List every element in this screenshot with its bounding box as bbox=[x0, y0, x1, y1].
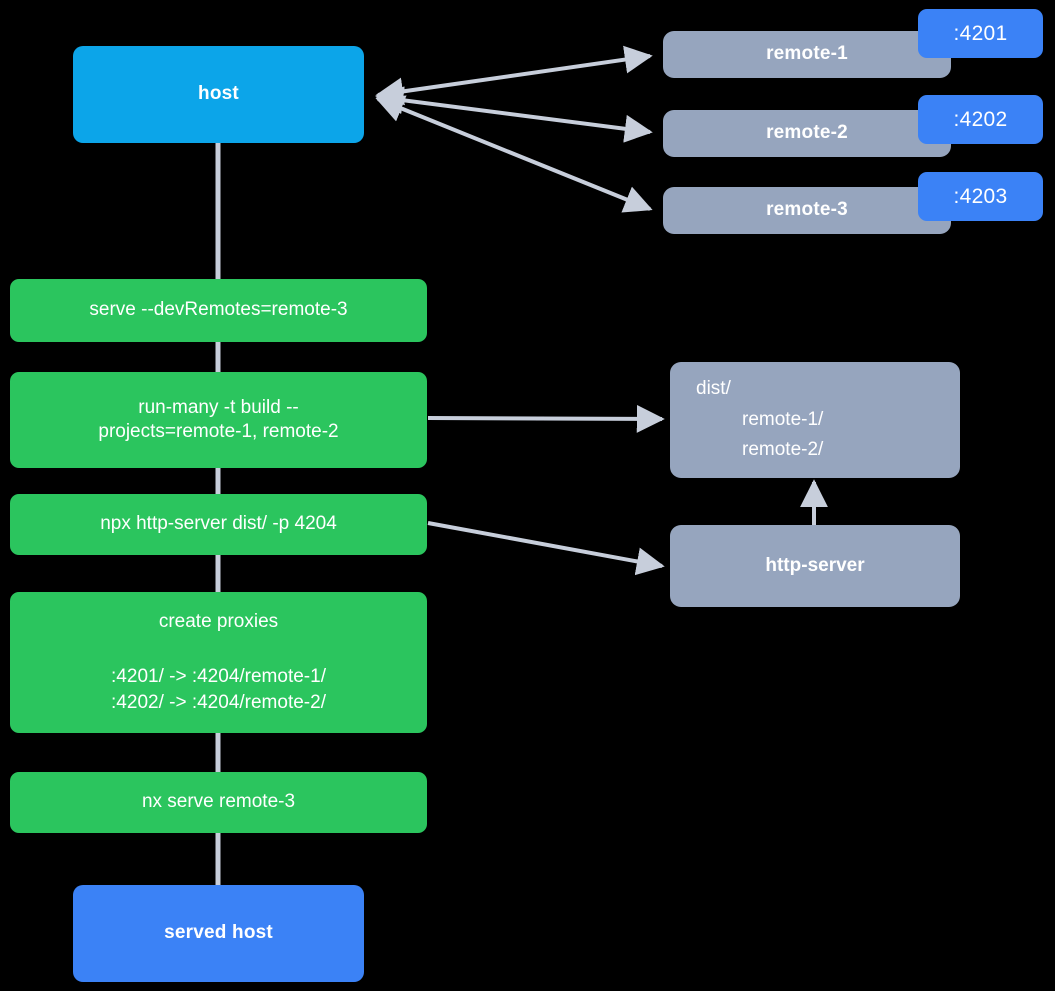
node-http-server-label: http-server bbox=[765, 554, 865, 576]
command-create-proxies-line2: :4202/ -> :4204/remote-2/ bbox=[111, 691, 326, 713]
node-host[interactable]: host bbox=[73, 46, 364, 143]
node-remote-2-label: remote-2 bbox=[766, 122, 848, 144]
command-create-proxies[interactable]: create proxies :4201/ -> :4204/remote-1/… bbox=[10, 592, 427, 733]
node-served-host[interactable]: served host bbox=[73, 885, 364, 982]
edge-runmany-dist bbox=[427, 404, 665, 433]
command-nx-serve-remote-3[interactable]: nx serve remote-3 bbox=[10, 772, 427, 833]
edge-npx-httpserver bbox=[427, 521, 665, 576]
dist-line-remote-1: remote-1/ bbox=[742, 408, 824, 430]
node-http-server[interactable]: http-server bbox=[670, 525, 960, 607]
command-run-many[interactable]: run-many -t build -- projects=remote-1, … bbox=[10, 372, 427, 468]
command-run-many-line2: projects=remote-1, remote-2 bbox=[98, 421, 339, 442]
node-remote-1[interactable]: remote-1 bbox=[663, 31, 951, 78]
edge-host-remote-2 bbox=[375, 86, 653, 143]
command-create-proxies-title: create proxies bbox=[158, 610, 279, 632]
edge-host-remote-3 bbox=[375, 95, 653, 213]
port-badge-remote-3[interactable]: :4203 bbox=[918, 172, 1043, 221]
command-serve-label: serve --devRemotes=remote-3 bbox=[89, 299, 348, 321]
port-badge-remote-1-label: :4201 bbox=[953, 21, 1008, 45]
port-badge-remote-3-label: :4203 bbox=[953, 184, 1008, 208]
node-remote-2[interactable]: remote-2 bbox=[663, 110, 951, 157]
node-remote-3-label: remote-3 bbox=[766, 199, 848, 221]
edge-host-remote-1 bbox=[375, 45, 653, 106]
command-nx-serve-label: nx serve remote-3 bbox=[141, 791, 296, 813]
node-dist-folder[interactable]: dist/ remote-1/ remote-2/ bbox=[670, 362, 960, 478]
port-badge-remote-2[interactable]: :4202 bbox=[918, 95, 1043, 144]
node-served-host-label: served host bbox=[164, 922, 273, 944]
dist-line-root: dist/ bbox=[696, 377, 731, 399]
command-npx-label: npx http-server dist/ -p 4204 bbox=[100, 513, 337, 535]
command-npx-http-server[interactable]: npx http-server dist/ -p 4204 bbox=[10, 494, 427, 555]
node-remote-1-label: remote-1 bbox=[766, 43, 848, 65]
command-serve-dev-remotes[interactable]: serve --devRemotes=remote-3 bbox=[10, 279, 427, 342]
node-host-label: host bbox=[198, 83, 239, 105]
command-run-many-line1: run-many -t build -- bbox=[138, 396, 299, 418]
command-create-proxies-line1: :4201/ -> :4204/remote-1/ bbox=[111, 666, 326, 688]
node-remote-3[interactable]: remote-3 bbox=[663, 187, 951, 234]
port-badge-remote-2-label: :4202 bbox=[953, 107, 1008, 131]
port-badge-remote-1[interactable]: :4201 bbox=[918, 9, 1043, 58]
dist-line-remote-2: remote-2/ bbox=[742, 439, 824, 461]
